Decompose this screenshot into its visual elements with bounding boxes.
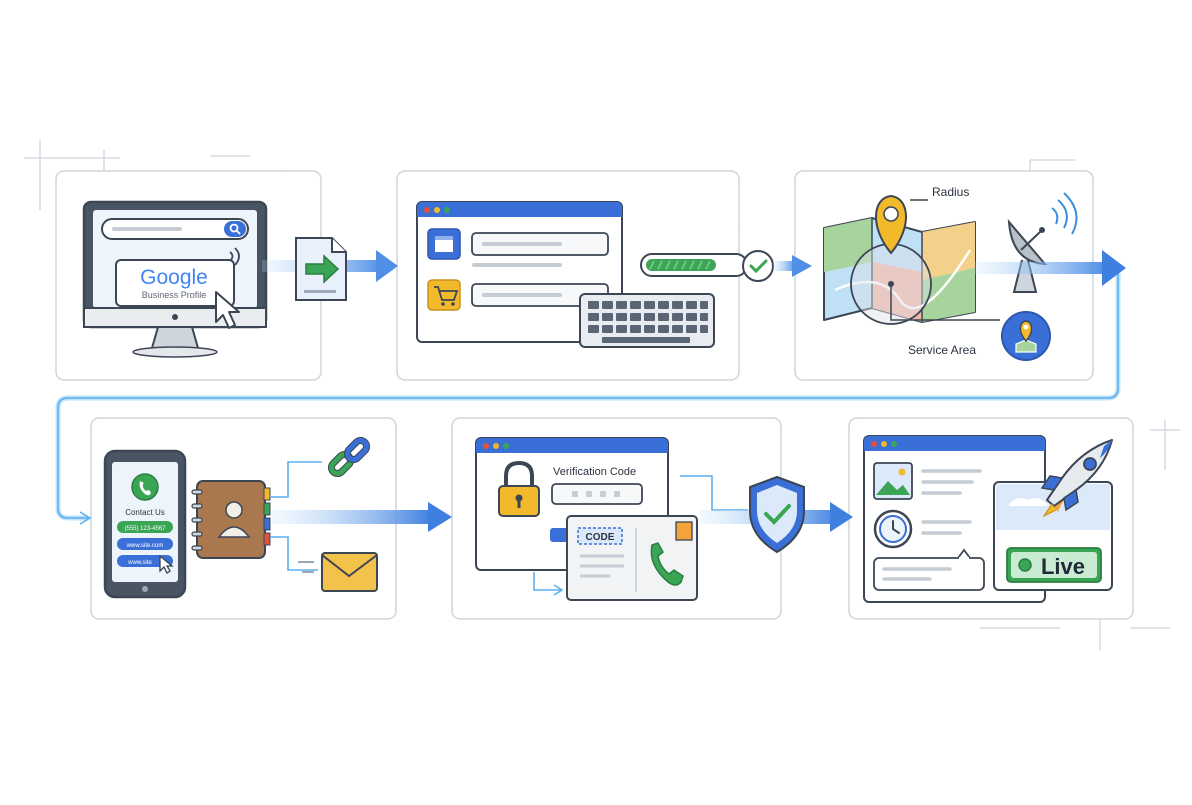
map-pin-badge-icon bbox=[1001, 311, 1051, 361]
svg-text:(555) 123-4567: (555) 123-4567 bbox=[124, 526, 166, 532]
check-circle-icon bbox=[742, 250, 774, 282]
link-chain-icon bbox=[327, 436, 371, 478]
name-input-field[interactable] bbox=[471, 232, 609, 256]
cart-icon bbox=[427, 279, 461, 311]
document-arrow-icon bbox=[295, 237, 347, 301]
map-icon bbox=[823, 217, 976, 325]
image-photo-icon bbox=[873, 462, 913, 500]
smartphone-icon: Contact Us (555) 123-4567 www.site.com w… bbox=[103, 449, 187, 599]
live-label: Live bbox=[1041, 554, 1085, 579]
flow-arrow-4 bbox=[272, 502, 452, 532]
row-connector bbox=[55, 268, 1121, 525]
keyboard-icon bbox=[579, 293, 715, 348]
storefront-icon bbox=[427, 228, 461, 260]
postcard-icon: CODE bbox=[566, 515, 698, 601]
shield-check-icon bbox=[749, 475, 805, 554]
google-card: Google Business Profile bbox=[115, 259, 235, 307]
phone-handset-icon bbox=[650, 542, 684, 586]
signal-icon bbox=[229, 247, 240, 266]
phone-call-icon bbox=[131, 473, 159, 501]
search-icon bbox=[229, 223, 241, 235]
link-pill[interactable]: www.site bbox=[117, 555, 173, 567]
phone-pill[interactable]: (555) 123-4567 bbox=[117, 521, 173, 533]
radius-label: Radius bbox=[932, 185, 969, 199]
flow-arrow-5 bbox=[700, 475, 853, 554]
search-bar[interactable] bbox=[101, 218, 249, 240]
website-pill[interactable]: www.site.com bbox=[117, 538, 173, 550]
location-pin-icon bbox=[875, 194, 907, 255]
progress-bar bbox=[640, 253, 748, 277]
step-1-google-profile: Google Business Profile bbox=[82, 200, 268, 358]
flow-arrow-3 bbox=[975, 250, 1126, 286]
cursor-icon bbox=[159, 554, 174, 574]
padlock-icon bbox=[498, 460, 540, 517]
code-input-field[interactable] bbox=[551, 483, 643, 505]
step-2-business-info bbox=[416, 201, 774, 348]
live-badge[interactable]: Live bbox=[1006, 547, 1102, 583]
code-label: CODE bbox=[586, 532, 615, 543]
step-5-verification: Verification Code CODE bbox=[475, 437, 748, 601]
envelope-icon bbox=[298, 552, 378, 592]
google-subtitle: Business Profile bbox=[142, 290, 207, 300]
category-input-field[interactable] bbox=[471, 283, 609, 307]
satellite-dish-icon bbox=[1007, 192, 1078, 293]
rocket-icon bbox=[1040, 439, 1113, 518]
step-4-contact-info: Contact Us (555) 123-4567 www.site.com w… bbox=[103, 436, 378, 599]
step-3-service-area: Radius Service Area bbox=[823, 185, 1078, 361]
verification-code-title: Verification Code bbox=[553, 466, 636, 478]
flow-arrow-1 bbox=[262, 237, 398, 301]
review-bubble bbox=[873, 548, 985, 591]
step-6-live: Live bbox=[863, 435, 1113, 603]
flow-arrow-2 bbox=[773, 255, 812, 277]
cursor-icon bbox=[215, 291, 240, 329]
address-book-icon bbox=[191, 480, 271, 559]
service-area-label: Service Area bbox=[908, 343, 976, 357]
svg-text:www.site.com: www.site.com bbox=[126, 543, 164, 549]
google-brand: Google bbox=[140, 266, 208, 289]
svg-text:www.site: www.site bbox=[127, 560, 152, 566]
clock-icon bbox=[873, 509, 913, 549]
contact-us-label: Contact Us bbox=[125, 508, 165, 517]
